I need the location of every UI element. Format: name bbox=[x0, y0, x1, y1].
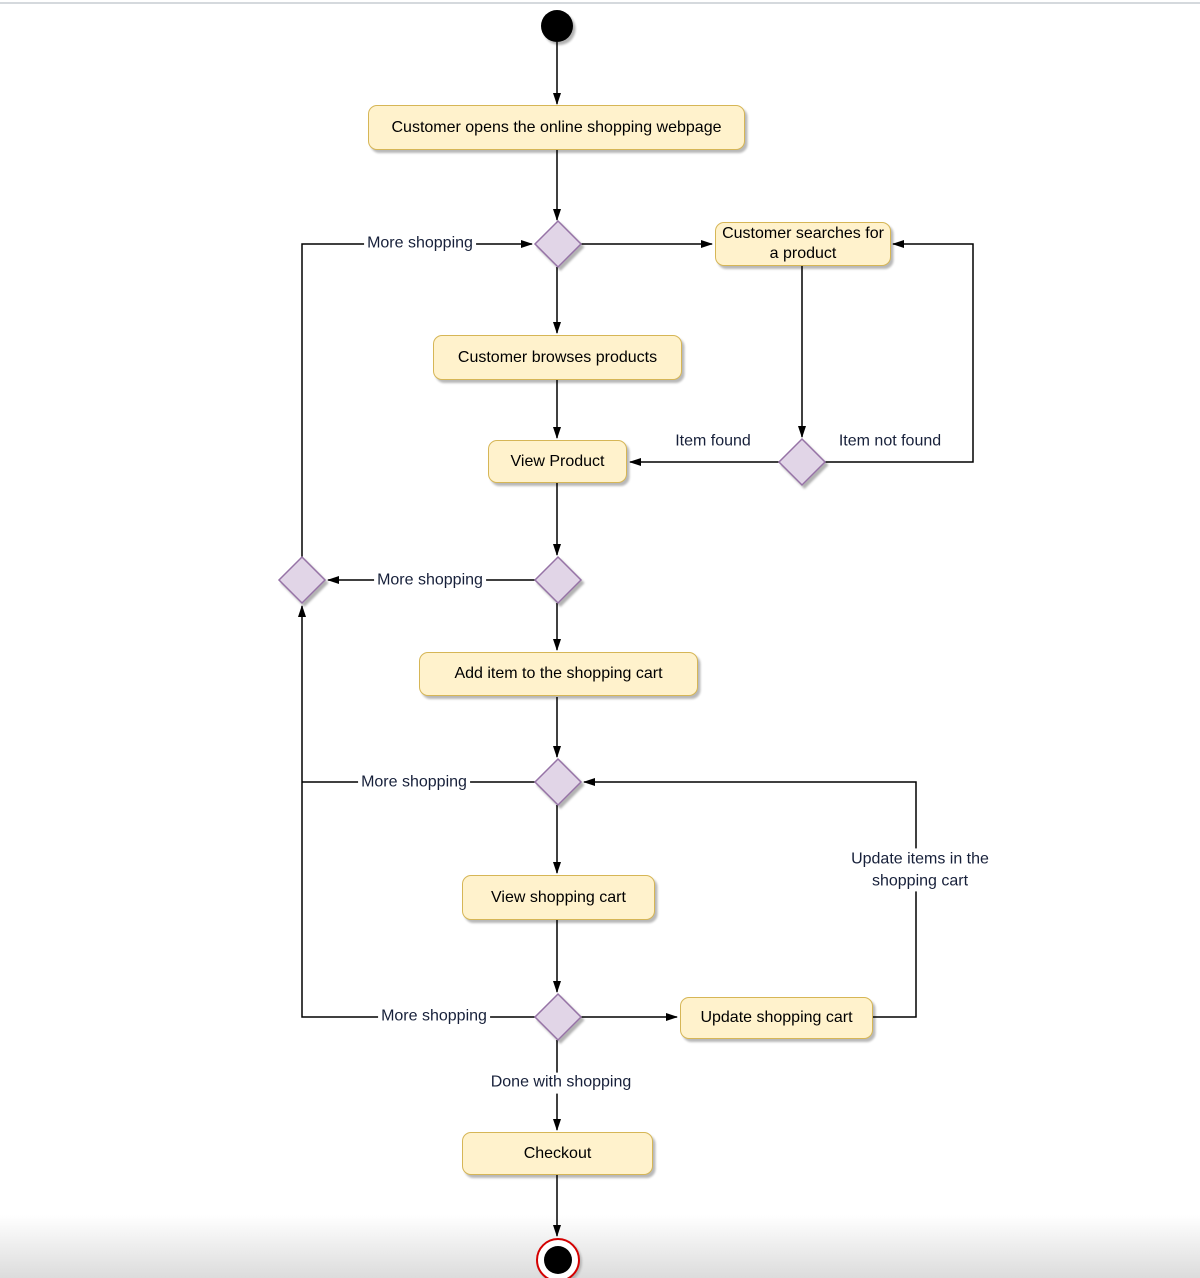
start-node bbox=[541, 10, 573, 42]
activity-search-product: Customer searches for a product bbox=[715, 222, 891, 266]
activity-search-product-label: Customer searches for a product bbox=[722, 225, 884, 262]
activity-update-cart: Update shopping cart bbox=[680, 997, 873, 1039]
edge-label-more-shopping-cart: More shopping bbox=[358, 772, 470, 794]
decision-after-view-cart bbox=[533, 992, 583, 1042]
activity-open-webpage-label: Customer opens the online shopping webpa… bbox=[391, 118, 722, 136]
page-top-border bbox=[0, 2, 1200, 4]
decision-after-add-item bbox=[533, 757, 583, 807]
edge-merge-to-decision1 bbox=[301, 240, 533, 557]
edge-label-more-shopping-mid: More shopping bbox=[374, 570, 486, 592]
edge-label-item-found: Item found bbox=[672, 431, 754, 453]
activity-checkout: Checkout bbox=[462, 1132, 653, 1175]
edge-label-more-shopping-top: More shopping bbox=[364, 233, 476, 255]
activity-checkout-label: Checkout bbox=[523, 1144, 592, 1162]
activity-view-cart: View shopping cart bbox=[462, 875, 655, 920]
edge-decision5-item-not-found-loop bbox=[825, 240, 974, 463]
end-node bbox=[536, 1238, 580, 1278]
edge-update-cart-loop-to-decision3 bbox=[583, 778, 917, 1018]
activity-update-cart-label: Update shopping cart bbox=[700, 1009, 853, 1026]
merge-more-shopping bbox=[277, 555, 327, 605]
activity-view-product-label: View Product bbox=[510, 452, 605, 470]
edge-label-done-with-shopping: Done with shopping bbox=[487, 1072, 635, 1094]
decision-after-view-product bbox=[533, 555, 583, 605]
activity-view-product: View Product bbox=[488, 440, 627, 483]
activity-add-item-label: Add item to the shopping cart bbox=[454, 665, 663, 682]
decision-search-result bbox=[777, 437, 827, 487]
edge-label-more-shopping-bottom: More shopping bbox=[378, 1006, 490, 1028]
activity-add-item: Add item to the shopping cart bbox=[419, 652, 698, 696]
edge-label-item-not-found: Item not found bbox=[835, 431, 945, 453]
activity-browse-products: Customer browses products bbox=[433, 335, 682, 380]
activity-browse-products-label: Customer browses products bbox=[457, 348, 658, 366]
decision-shop-or-search bbox=[533, 219, 583, 269]
edge-label-update-items: Update items in the shopping cart bbox=[842, 848, 998, 892]
activity-view-cart-label: View shopping cart bbox=[491, 888, 626, 906]
page-bottom-fade bbox=[0, 1215, 1200, 1278]
end-node-inner bbox=[544, 1246, 572, 1274]
activity-open-webpage: Customer opens the online shopping webpa… bbox=[368, 105, 745, 150]
